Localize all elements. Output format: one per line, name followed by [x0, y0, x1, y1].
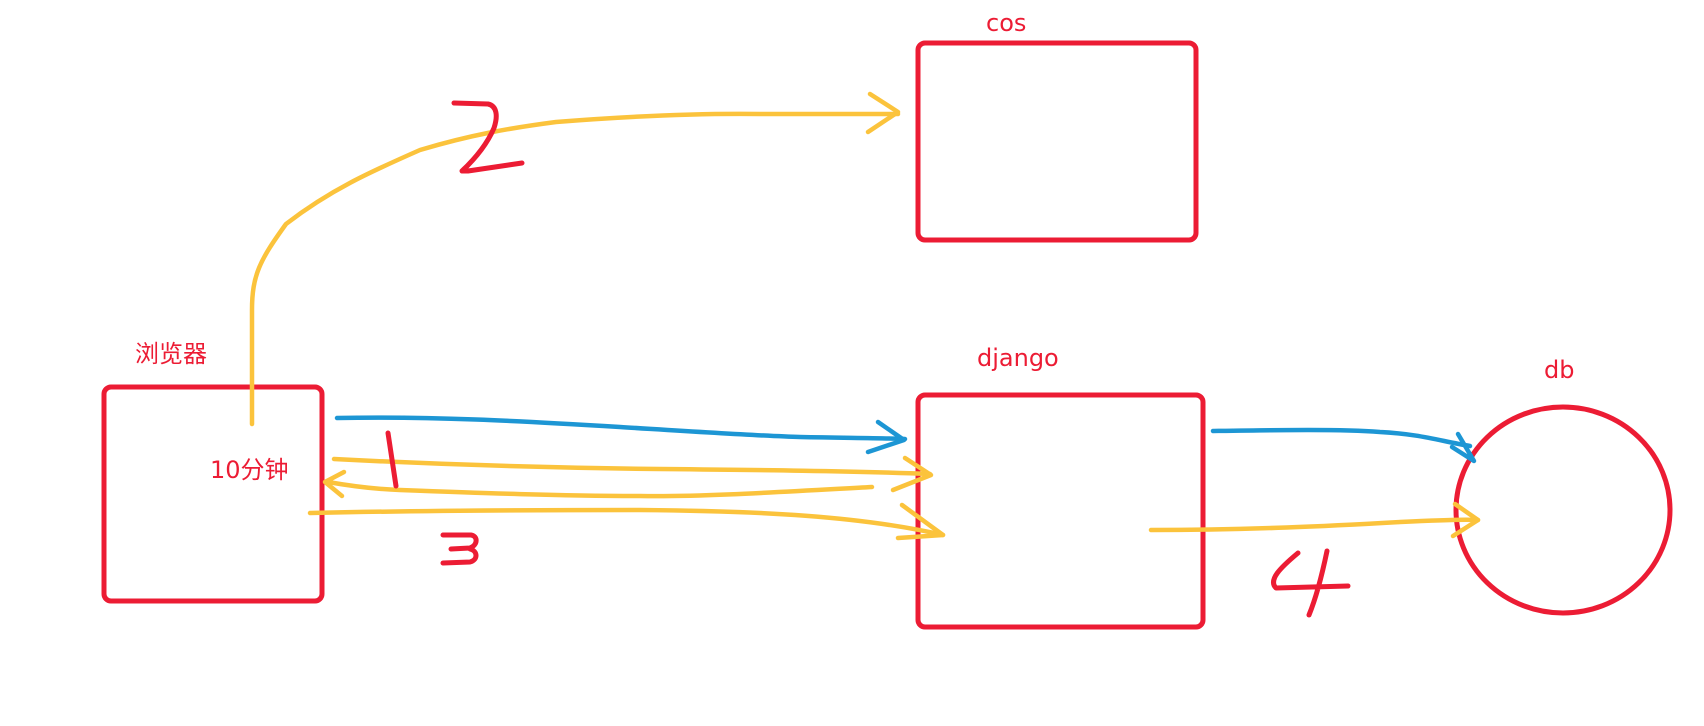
edge-browser-to-cos-arrowhead [865, 91, 901, 135]
edge-blue-django-to-db [1210, 427, 1473, 449]
edge-step1-request [331, 456, 933, 477]
edge-step3 [307, 507, 946, 538]
step-number-1 [385, 430, 399, 489]
step-number-2 [451, 100, 525, 174]
edge-step3-arrowhead [895, 502, 946, 541]
browser-label: 浏览器 [135, 340, 207, 368]
edge-step4 [1148, 517, 1481, 533]
browser-note: 10分钟 [210, 456, 289, 484]
edge-step4-arrowhead [1450, 501, 1481, 539]
edge-step1-response [325, 479, 875, 499]
edge-blue-django-to-db-arrowhead [1449, 431, 1477, 464]
edge-blue-browser-to-django-arrowhead [865, 419, 907, 455]
edge-browser-to-cos [249, 111, 901, 427]
step-number-3 [440, 532, 479, 566]
cos-label: cos [986, 9, 1026, 37]
django-node [915, 392, 1206, 630]
db-node [1453, 404, 1673, 616]
step-number-4 [1271, 548, 1351, 618]
db-label: db [1544, 356, 1574, 384]
edge-blue-browser-to-django [334, 415, 908, 442]
edge-step1-response-arrowhead [322, 469, 347, 499]
cos-node [915, 40, 1199, 243]
browser-node [101, 384, 325, 604]
edge-step1-request-arrowhead [890, 455, 934, 493]
django-label: django [977, 344, 1059, 372]
